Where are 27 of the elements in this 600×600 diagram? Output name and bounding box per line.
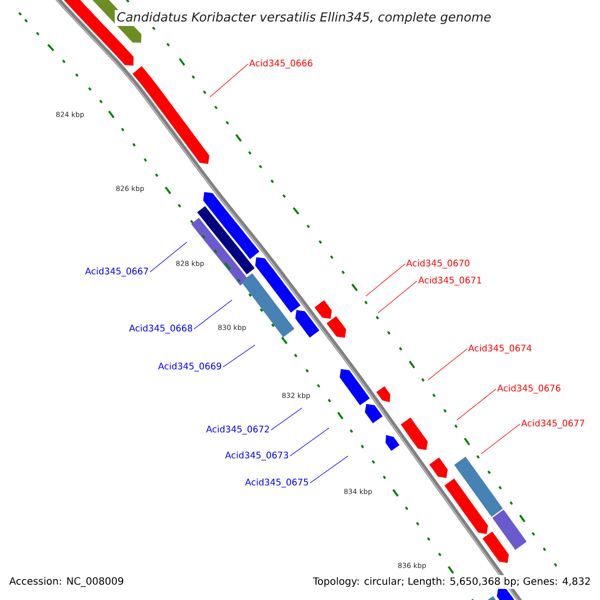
leader-line <box>150 242 188 272</box>
accession-text: Accession: NC_008009 <box>7 575 126 589</box>
gene-label: Acid345_0670 <box>406 260 470 268</box>
gene-label: Acid345_0677 <box>521 420 584 428</box>
gene-label: Acid345_0672 <box>206 426 269 434</box>
leader-line <box>310 456 348 484</box>
leader-line <box>378 280 418 314</box>
leader-line <box>366 264 406 296</box>
leader-line <box>480 424 520 454</box>
gene-label: Acid345_0671 <box>418 276 482 286</box>
leader-line <box>456 388 496 420</box>
gene-label: Acid345_0668 <box>129 324 192 334</box>
leader-line <box>428 348 468 380</box>
gene-label: Acid345_0675 <box>245 478 308 488</box>
leader-line <box>210 64 248 98</box>
gene-label: Acid345_0669 <box>158 362 222 372</box>
leader-line <box>222 344 256 368</box>
gene-label: Acid345_0666 <box>249 60 312 68</box>
leader-line <box>194 300 232 330</box>
gene-label: Acid345_0674 <box>468 344 532 354</box>
genome-info-text: Topology: circular; Length: 5,650,368 bp; Genes: 4,832 <box>310 575 593 589</box>
leader-line <box>270 408 302 430</box>
gene-label: Acid345_0673 <box>225 452 288 460</box>
leader-line <box>290 428 330 456</box>
title: Candidatus Koribacter versatilis Ellin345, complete genome <box>114 10 494 26</box>
gene-label: Acid345_0676 <box>497 384 560 394</box>
gene-label: Acid345_0667 <box>85 268 148 276</box>
